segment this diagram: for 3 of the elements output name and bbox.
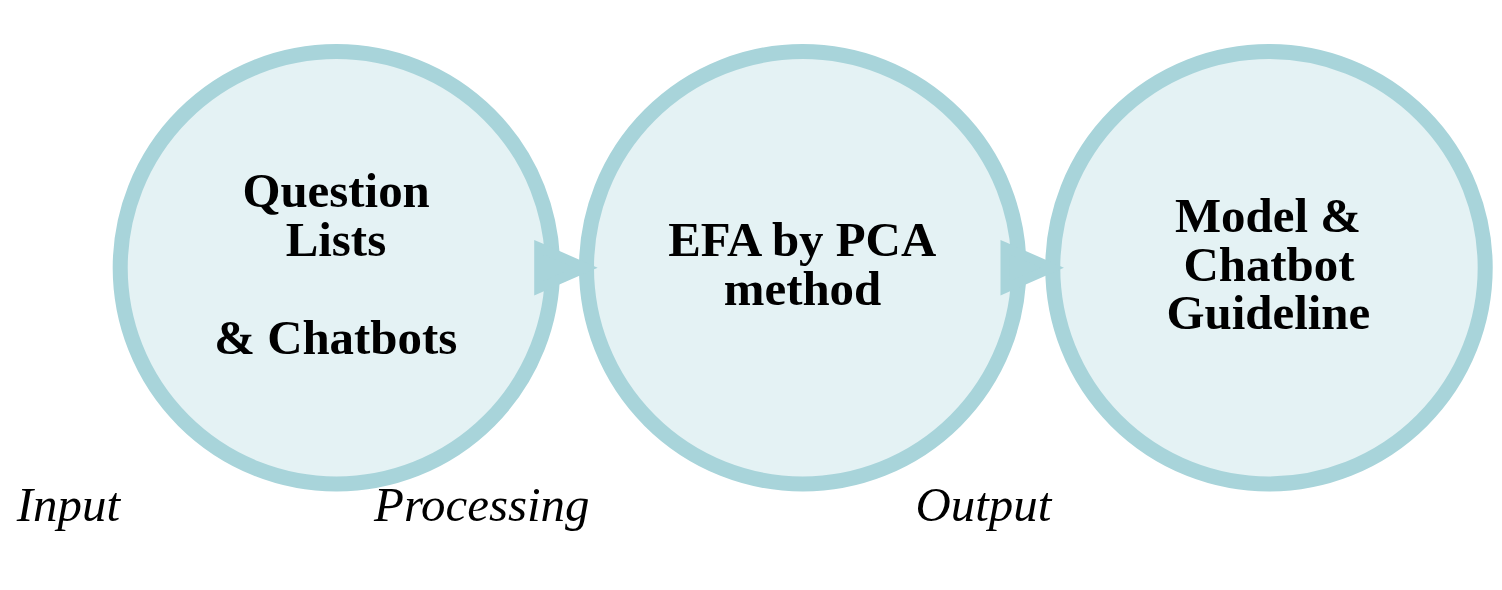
arrow	[534, 240, 598, 296]
arrow	[1000, 240, 1064, 296]
node-circle: Model & Chatbot Guideline	[1045, 44, 1493, 492]
